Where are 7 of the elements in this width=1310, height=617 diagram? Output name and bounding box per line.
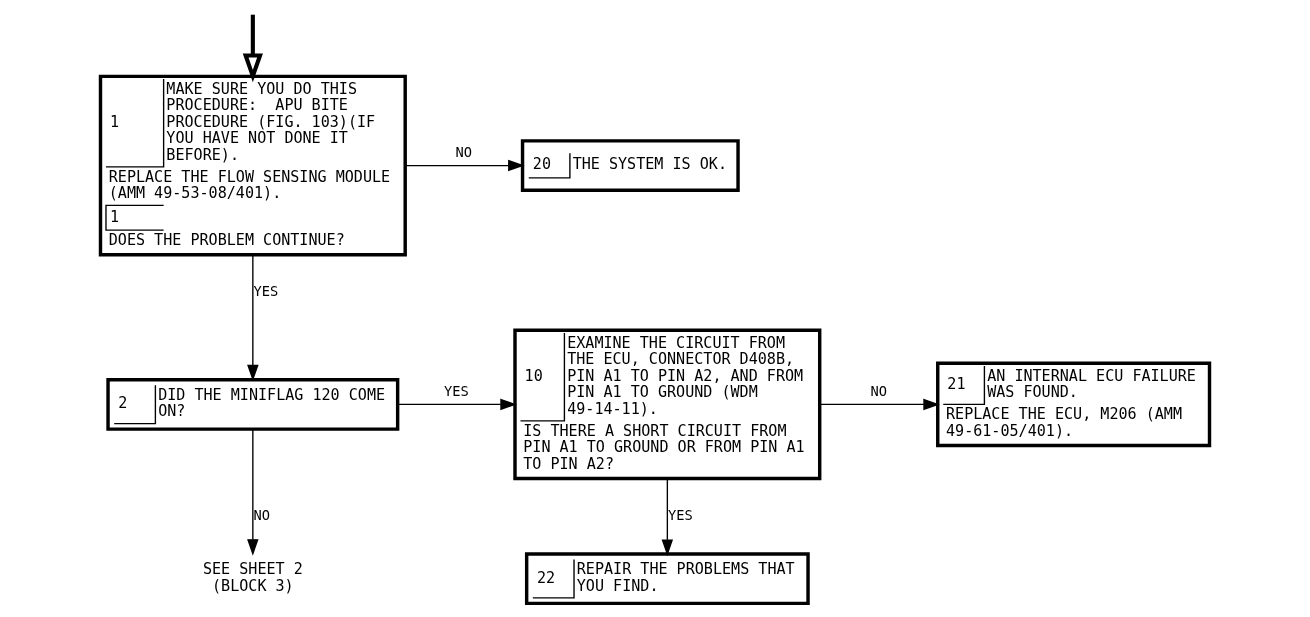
edge-label: NO xyxy=(870,383,887,400)
edge-label: YES xyxy=(253,282,279,299)
edge-label: YES xyxy=(443,383,469,400)
node-text: SEE SHEET 2 (BLOCK 3) xyxy=(202,560,303,595)
edge-label: NO xyxy=(455,144,473,161)
edge-label: YES xyxy=(668,506,693,523)
edge-label: NO xyxy=(253,506,271,523)
